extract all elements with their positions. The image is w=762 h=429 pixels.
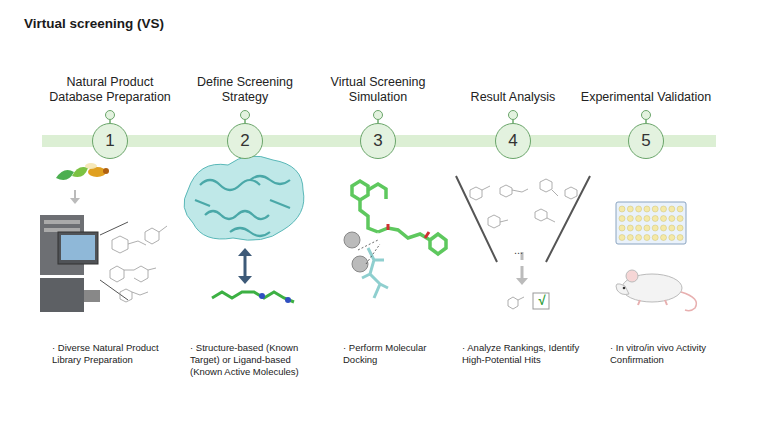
mouse [616, 270, 696, 311]
step-circle: 1 [92, 123, 128, 159]
molecule-sketches [110, 226, 167, 302]
step-title: Virtual Screening Simulation [318, 75, 438, 105]
ligand [212, 292, 294, 303]
step-description: · Diverse Natural Product Library Prepar… [52, 342, 182, 366]
step-description: · In vitro/in vivo Activity Confirmation [610, 342, 730, 366]
step-number: 2 [240, 131, 249, 151]
step-number: 3 [373, 131, 382, 151]
step-title: Result Analysis [448, 90, 578, 105]
step-node: Natural Product Database Preparation 1 [40, 40, 180, 159]
diagram-title: Virtual screening (VS) [24, 16, 164, 31]
computer [40, 215, 128, 312]
double-arrow [238, 248, 252, 284]
step-number: 5 [641, 131, 650, 151]
stem-dot [373, 110, 383, 120]
step-description: · Perform Molecular Docking [343, 342, 453, 366]
ellipsis: ... [514, 244, 523, 256]
step-node: Define Screening Strategy 2 [185, 40, 305, 159]
step-circle: 5 [628, 123, 664, 159]
step-node: Experimental Validation 5 [571, 40, 721, 159]
step-title: Experimental Validation [571, 90, 721, 105]
step-description: · Structure-based (Known Target) or Liga… [190, 342, 320, 378]
check-mark: √ [535, 293, 549, 309]
step-title: Define Screening Strategy [185, 75, 305, 105]
step-circle: 4 [495, 123, 531, 159]
step-number: 4 [508, 131, 517, 151]
step-circle: 3 [360, 123, 396, 159]
stem-dot [641, 110, 651, 120]
docking-pose [344, 181, 446, 298]
well-plate [616, 202, 686, 244]
funnel [456, 176, 590, 309]
natural-sources [56, 163, 109, 204]
step-title: Natural Product Database Preparation [40, 75, 180, 105]
stem-dot [240, 110, 250, 120]
step-description: · Analyze Rankings, Identify High-Potent… [462, 342, 602, 366]
stem-dot [105, 110, 115, 120]
stem-dot [508, 110, 518, 120]
step-node: Virtual Screening Simulation 3 [318, 40, 438, 159]
step-node: Result Analysis 4 [448, 40, 578, 159]
protein-structure [184, 156, 304, 240]
step-circle: 2 [227, 123, 263, 159]
step-number: 1 [105, 131, 114, 151]
